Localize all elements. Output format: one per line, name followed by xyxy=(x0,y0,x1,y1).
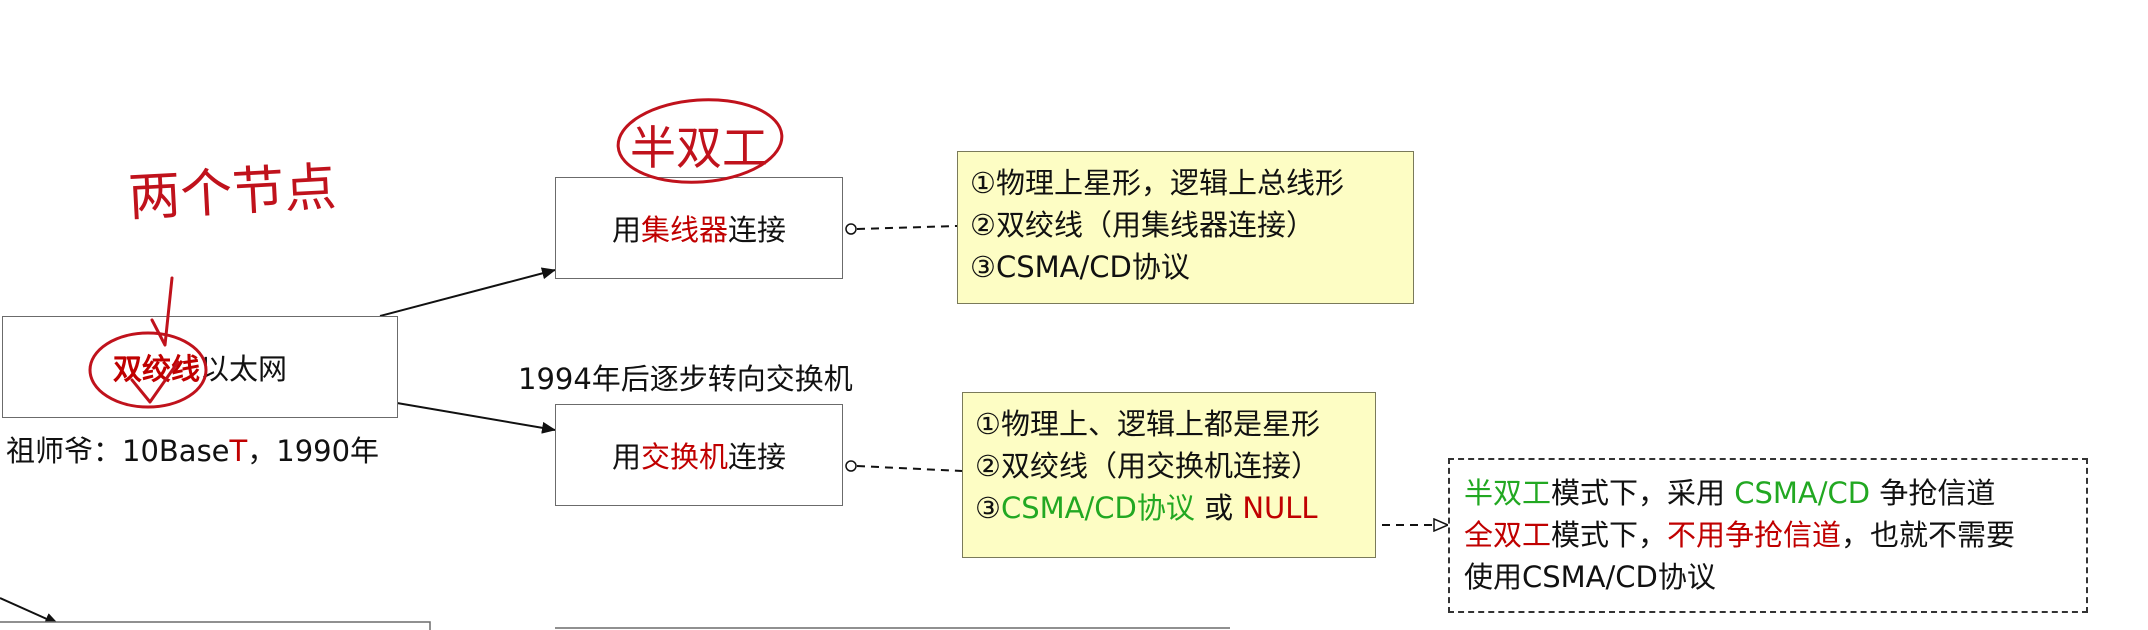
duplex-line1: 半双工模式下，采用 CSMA/CD 争抢信道 xyxy=(1464,472,2072,514)
switch-connector xyxy=(856,465,963,472)
root-highlight: 双绞线 xyxy=(112,352,200,386)
hub-note-line3: ③CSMA/CD协议 xyxy=(970,250,1190,284)
switch-note-line1: ①物理上、逻辑上都是星形 xyxy=(975,407,1320,441)
duplex-line1-csma: CSMA/CD xyxy=(1734,476,1871,510)
handwriting-two-nodes: 两个节点 xyxy=(126,157,338,229)
switch-note-line3-or: 或 xyxy=(1194,491,1243,525)
switch-suffix: 连接 xyxy=(728,440,787,474)
twisted-pair-ethernet-box: 双绞线以太网 xyxy=(2,316,398,418)
hub-prefix: 用 xyxy=(611,213,641,247)
switch-prefix: 用 xyxy=(611,440,641,474)
arrow-to-hub xyxy=(379,267,556,317)
hub-suffix: 连接 xyxy=(728,213,787,247)
full-duplex-term: 全双工 xyxy=(1464,518,1552,552)
ancestor-caption-prefix: 祖师爷：10Base xyxy=(6,434,230,468)
hub-note-line1: ①物理上星形，逻辑上总线形 xyxy=(970,166,1344,200)
switch-note-line3-null: NULL xyxy=(1242,491,1318,525)
root-label: 以太网 xyxy=(200,352,288,386)
switch-connection-box: 用交换机连接 xyxy=(555,404,843,506)
hub-connector xyxy=(856,225,958,230)
transition-label: 1994年后逐步转向交换机 xyxy=(518,362,853,396)
half-duplex-term: 半双工 xyxy=(1464,476,1552,510)
switch-note-line3-protocol: CSMA/CD协议 xyxy=(1001,491,1195,525)
ancestor-caption-highlight: T xyxy=(229,434,248,468)
hub-connection-box: 用集线器连接 xyxy=(555,177,843,279)
hub-properties-note: ①物理上星形，逻辑上总线形 ②双绞线（用集线器连接） ③CSMA/CD协议 xyxy=(957,151,1414,304)
duplex-line1-b: 模式下，采用 xyxy=(1551,476,1735,510)
ancestor-caption-suffix: ，1990年 xyxy=(247,434,380,468)
lower-left-box-edge xyxy=(0,621,431,630)
switch-connector-dot xyxy=(845,460,857,472)
switch-note-line3: ③CSMA/CD协议 或 NULL xyxy=(975,487,1363,529)
handwriting-half-duplex: 半双工 xyxy=(630,121,768,175)
duplex-line2-d: ，也就不需要 xyxy=(1841,518,2016,552)
duplex-line3: 使用CSMA/CD协议 xyxy=(1464,560,1716,594)
hub-note-line2: ②双绞线（用集线器连接） xyxy=(970,208,1315,242)
hub-connector-dot xyxy=(845,223,857,235)
switch-note-line3-num: ③ xyxy=(975,491,1001,525)
duplex-line2-b: 模式下， xyxy=(1551,518,1668,552)
arrow-to-switch xyxy=(396,402,556,434)
duplex-line1-d: 争抢信道 xyxy=(1870,476,1996,510)
duplex-line2-no-contention: 不用争抢信道 xyxy=(1667,518,1842,552)
switch-note-line2: ②双绞线（用交换机连接） xyxy=(975,449,1320,483)
switch-highlight: 交换机 xyxy=(640,440,728,474)
arrow-lower-left xyxy=(0,597,59,625)
duplex-line2: 全双工模式下，不用争抢信道，也就不需要 xyxy=(1464,514,2072,556)
hub-highlight: 集线器 xyxy=(640,213,728,247)
ancestor-caption: 祖师爷：10BaseT，1990年 xyxy=(6,428,379,470)
switch-properties-note: ①物理上、逻辑上都是星形 ②双绞线（用交换机连接） ③CSMA/CD协议 或 N… xyxy=(962,392,1376,558)
duplex-mode-note: 半双工模式下，采用 CSMA/CD 争抢信道 全双工模式下，不用争抢信道，也就不… xyxy=(1448,458,2088,613)
